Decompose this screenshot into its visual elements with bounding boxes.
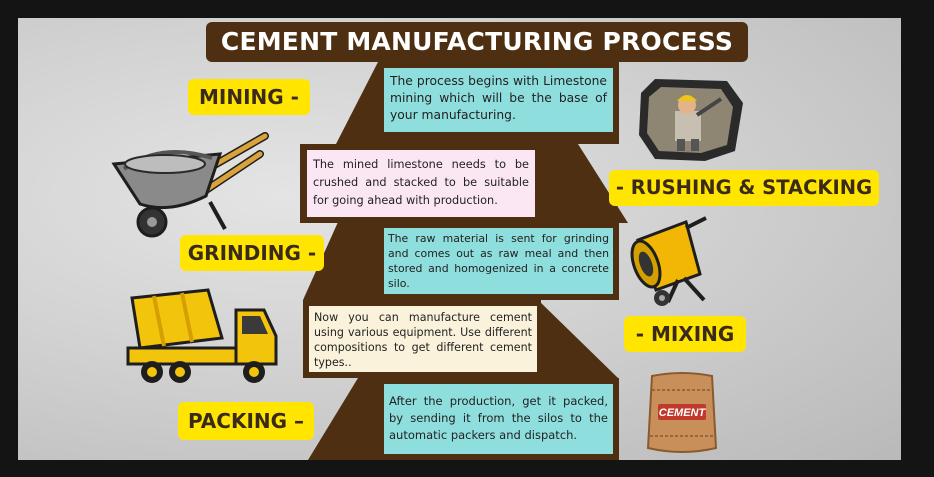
step-label-packing: PACKING – <box>178 402 314 440</box>
infographic-canvas: CEMENT MANUFACTURING PROCESS The process… <box>18 18 901 460</box>
cement-mixer-icon <box>630 216 707 306</box>
miner-icon <box>639 79 743 161</box>
mixer-truck-icon <box>126 288 278 383</box>
wheelbarrow-icon <box>111 132 269 238</box>
step-text-mixing: Now you can manufacture cement using var… <box>309 306 537 372</box>
step-label-mining: MINING - <box>188 79 310 115</box>
cement-bag-text: CEMENT <box>659 407 707 419</box>
cement-bag-icon: CEMENT <box>646 372 718 453</box>
step-label-grinding: GRINDING - <box>180 235 324 271</box>
step-text-mining: The process begins with Limestone mining… <box>384 68 613 132</box>
step-text-grinding: The raw material is sent for grinding an… <box>384 228 613 294</box>
page-title: CEMENT MANUFACTURING PROCESS <box>206 22 748 62</box>
step-text-packing: After the production, get it packed, by … <box>384 384 613 454</box>
step-label-mixing: - MIXING <box>624 316 746 352</box>
step-text-crushing: The mined limestone needs to be crushed … <box>307 150 535 217</box>
step-label-crushing: - RUSHING & STACKING <box>609 170 879 206</box>
